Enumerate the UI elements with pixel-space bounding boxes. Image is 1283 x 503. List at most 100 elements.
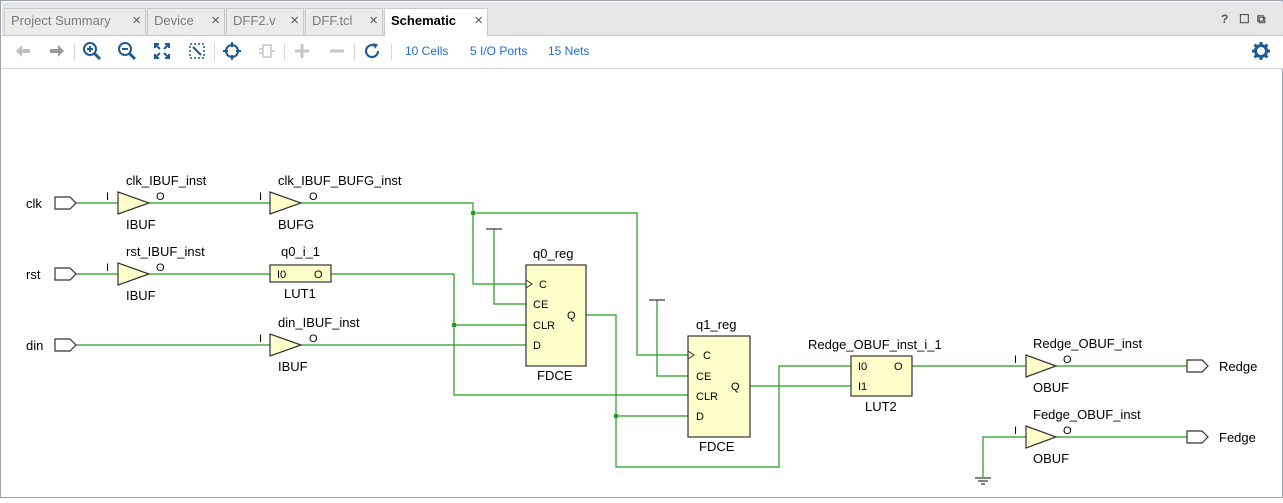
- clock-pin-icon: [687, 350, 695, 360]
- target-icon[interactable]: [221, 40, 243, 62]
- zoom-in-icon[interactable]: [81, 40, 103, 62]
- buffer-icon: [269, 333, 303, 357]
- port-label: rst: [26, 267, 41, 282]
- cell-lut1[interactable]: q0_i_1 I0 O LUT1: [269, 244, 332, 301]
- tab-label: Schematic: [391, 13, 457, 28]
- tab-device[interactable]: Device ×: [147, 8, 225, 35]
- remove-icon[interactable]: [326, 40, 348, 62]
- refresh-icon[interactable]: [361, 40, 383, 62]
- pin-label: O: [156, 262, 165, 274]
- port-fedge[interactable]: Fedge: [1186, 430, 1256, 445]
- pin-label: CLR: [533, 320, 555, 332]
- cell-din-ibuf[interactable]: din_IBUF_inst I O IBUF: [259, 315, 360, 374]
- float-icon[interactable]: ⧉: [1257, 12, 1266, 26]
- tab-schematic[interactable]: Schematic ×: [384, 8, 488, 36]
- close-icon[interactable]: ×: [211, 12, 220, 29]
- buffer-icon: [117, 262, 151, 286]
- port-clk[interactable]: clk: [26, 196, 77, 211]
- gear-icon[interactable]: [1250, 40, 1272, 62]
- pin-label: O: [309, 191, 318, 203]
- cell-name: q0_reg: [533, 246, 573, 261]
- help-icon[interactable]: ?: [1221, 12, 1229, 26]
- nets-link[interactable]: 15 Nets: [548, 44, 590, 58]
- pin-label: I: [106, 262, 109, 274]
- pin-label: I: [106, 191, 109, 203]
- add-icon[interactable]: [291, 40, 313, 62]
- net-clk-bufg: [301, 202, 526, 285]
- cells-link[interactable]: 10 Cells: [405, 44, 449, 58]
- vcc-symbols: [486, 228, 665, 301]
- buffer-icon: [1025, 425, 1058, 449]
- schematic-canvas[interactable]: clk rst din Redge Fedge clk_IBUF_inst: [2, 69, 1283, 498]
- cell-name: q1_reg: [696, 317, 736, 332]
- pin-label: C: [703, 350, 711, 362]
- io-ports-link[interactable]: 5 I/O Ports: [470, 44, 528, 58]
- tab-dff-tcl[interactable]: DFF.tcl ×: [305, 8, 383, 35]
- close-icon[interactable]: ×: [474, 12, 483, 29]
- cell-type: IBUF: [278, 359, 308, 374]
- cell-type: IBUF: [126, 217, 156, 232]
- forward-icon[interactable]: [46, 40, 68, 62]
- tab-label: DFF.tcl: [312, 13, 353, 28]
- pin-label: CLR: [696, 391, 718, 403]
- cell-name: din_IBUF_inst: [278, 315, 360, 330]
- cell-redge-obuf[interactable]: Redge_OBUF_inst I O OBUF: [1014, 336, 1142, 395]
- ground-icon: [975, 477, 991, 485]
- cell-type: FDCE: [537, 368, 573, 383]
- cell-clk-bufg[interactable]: clk_IBUF_BUFG_inst I O BUFG: [259, 173, 402, 232]
- pin-label: Q: [567, 310, 576, 322]
- fit-icon[interactable]: [151, 40, 173, 62]
- pin-label: O: [894, 361, 903, 373]
- tab-project-summary[interactable]: Project Summary ×: [4, 8, 146, 35]
- toolbar-separator: [214, 43, 215, 61]
- cell-icon[interactable]: [256, 40, 278, 62]
- pin-label: I0: [277, 269, 286, 281]
- cell-name: clk_IBUF_inst: [126, 173, 207, 188]
- schematic-drawing[interactable]: clk rst din Redge Fedge clk_IBUF_inst: [2, 69, 1283, 498]
- cell-type: LUT1: [284, 286, 316, 301]
- pin-label: D: [533, 340, 541, 352]
- toolbar-separator: [391, 43, 392, 61]
- close-icon[interactable]: ×: [132, 12, 141, 29]
- net-ce-q1: [656, 300, 688, 377]
- cell-type: OBUF: [1033, 380, 1069, 395]
- port-redge[interactable]: Redge: [1186, 359, 1257, 374]
- cell-lut2[interactable]: Redge_OBUF_inst_i_1 I0 I1 O LUT2: [808, 337, 942, 414]
- tab-dff2-v[interactable]: DFF2.v ×: [226, 8, 304, 35]
- cell-rst-ibuf[interactable]: rst_IBUF_inst I O IBUF: [106, 244, 205, 303]
- cell-name: Fedge_OBUF_inst: [1033, 407, 1141, 422]
- port-label: din: [26, 338, 43, 353]
- close-icon[interactable]: ×: [369, 12, 378, 29]
- cell-type: LUT2: [865, 399, 897, 414]
- pin-label: D: [696, 411, 704, 423]
- cell-type: IBUF: [126, 288, 156, 303]
- back-icon[interactable]: [12, 40, 34, 62]
- tab-label: Project Summary: [11, 13, 111, 28]
- pin-label: I: [259, 191, 262, 203]
- cell-q1-reg[interactable]: q1_reg C CE CLR D Q FDCE: [687, 317, 751, 454]
- window-controls: ? ☐ ⧉: [1221, 12, 1273, 30]
- cell-name: clk_IBUF_BUFG_inst: [278, 173, 402, 188]
- clock-pin-icon: [525, 279, 533, 289]
- cell-type: FDCE: [699, 439, 735, 454]
- buffer-icon: [1025, 354, 1058, 378]
- pin-label: I0: [858, 361, 867, 373]
- port-rst[interactable]: rst: [26, 267, 77, 282]
- cell-name: Redge_OBUF_inst: [1033, 336, 1142, 351]
- cell-name: q0_i_1: [281, 244, 320, 259]
- pin-label: O: [309, 333, 318, 345]
- tab-bar: Project Summary × Device × DFF2.v × DFF.…: [2, 2, 1283, 36]
- zoom-area-icon[interactable]: [186, 40, 208, 62]
- port-din[interactable]: din: [26, 338, 77, 353]
- cell-fedge-obuf[interactable]: Fedge_OBUF_inst I O OBUF: [1014, 407, 1141, 466]
- zoom-out-icon[interactable]: [116, 40, 138, 62]
- close-icon[interactable]: ×: [290, 12, 299, 29]
- net-clk-bufg-q1: [473, 212, 688, 356]
- toolbar-separator: [74, 43, 75, 61]
- nets[interactable]: [76, 202, 1187, 477]
- cell-q0-reg[interactable]: q0_reg C CE CLR D Q FDCE: [525, 246, 587, 383]
- cell-clk-ibuf[interactable]: clk_IBUF_inst I O IBUF: [106, 173, 207, 232]
- restore-icon[interactable]: ☐: [1239, 12, 1250, 26]
- cell-name: Redge_OBUF_inst_i_1: [808, 337, 942, 352]
